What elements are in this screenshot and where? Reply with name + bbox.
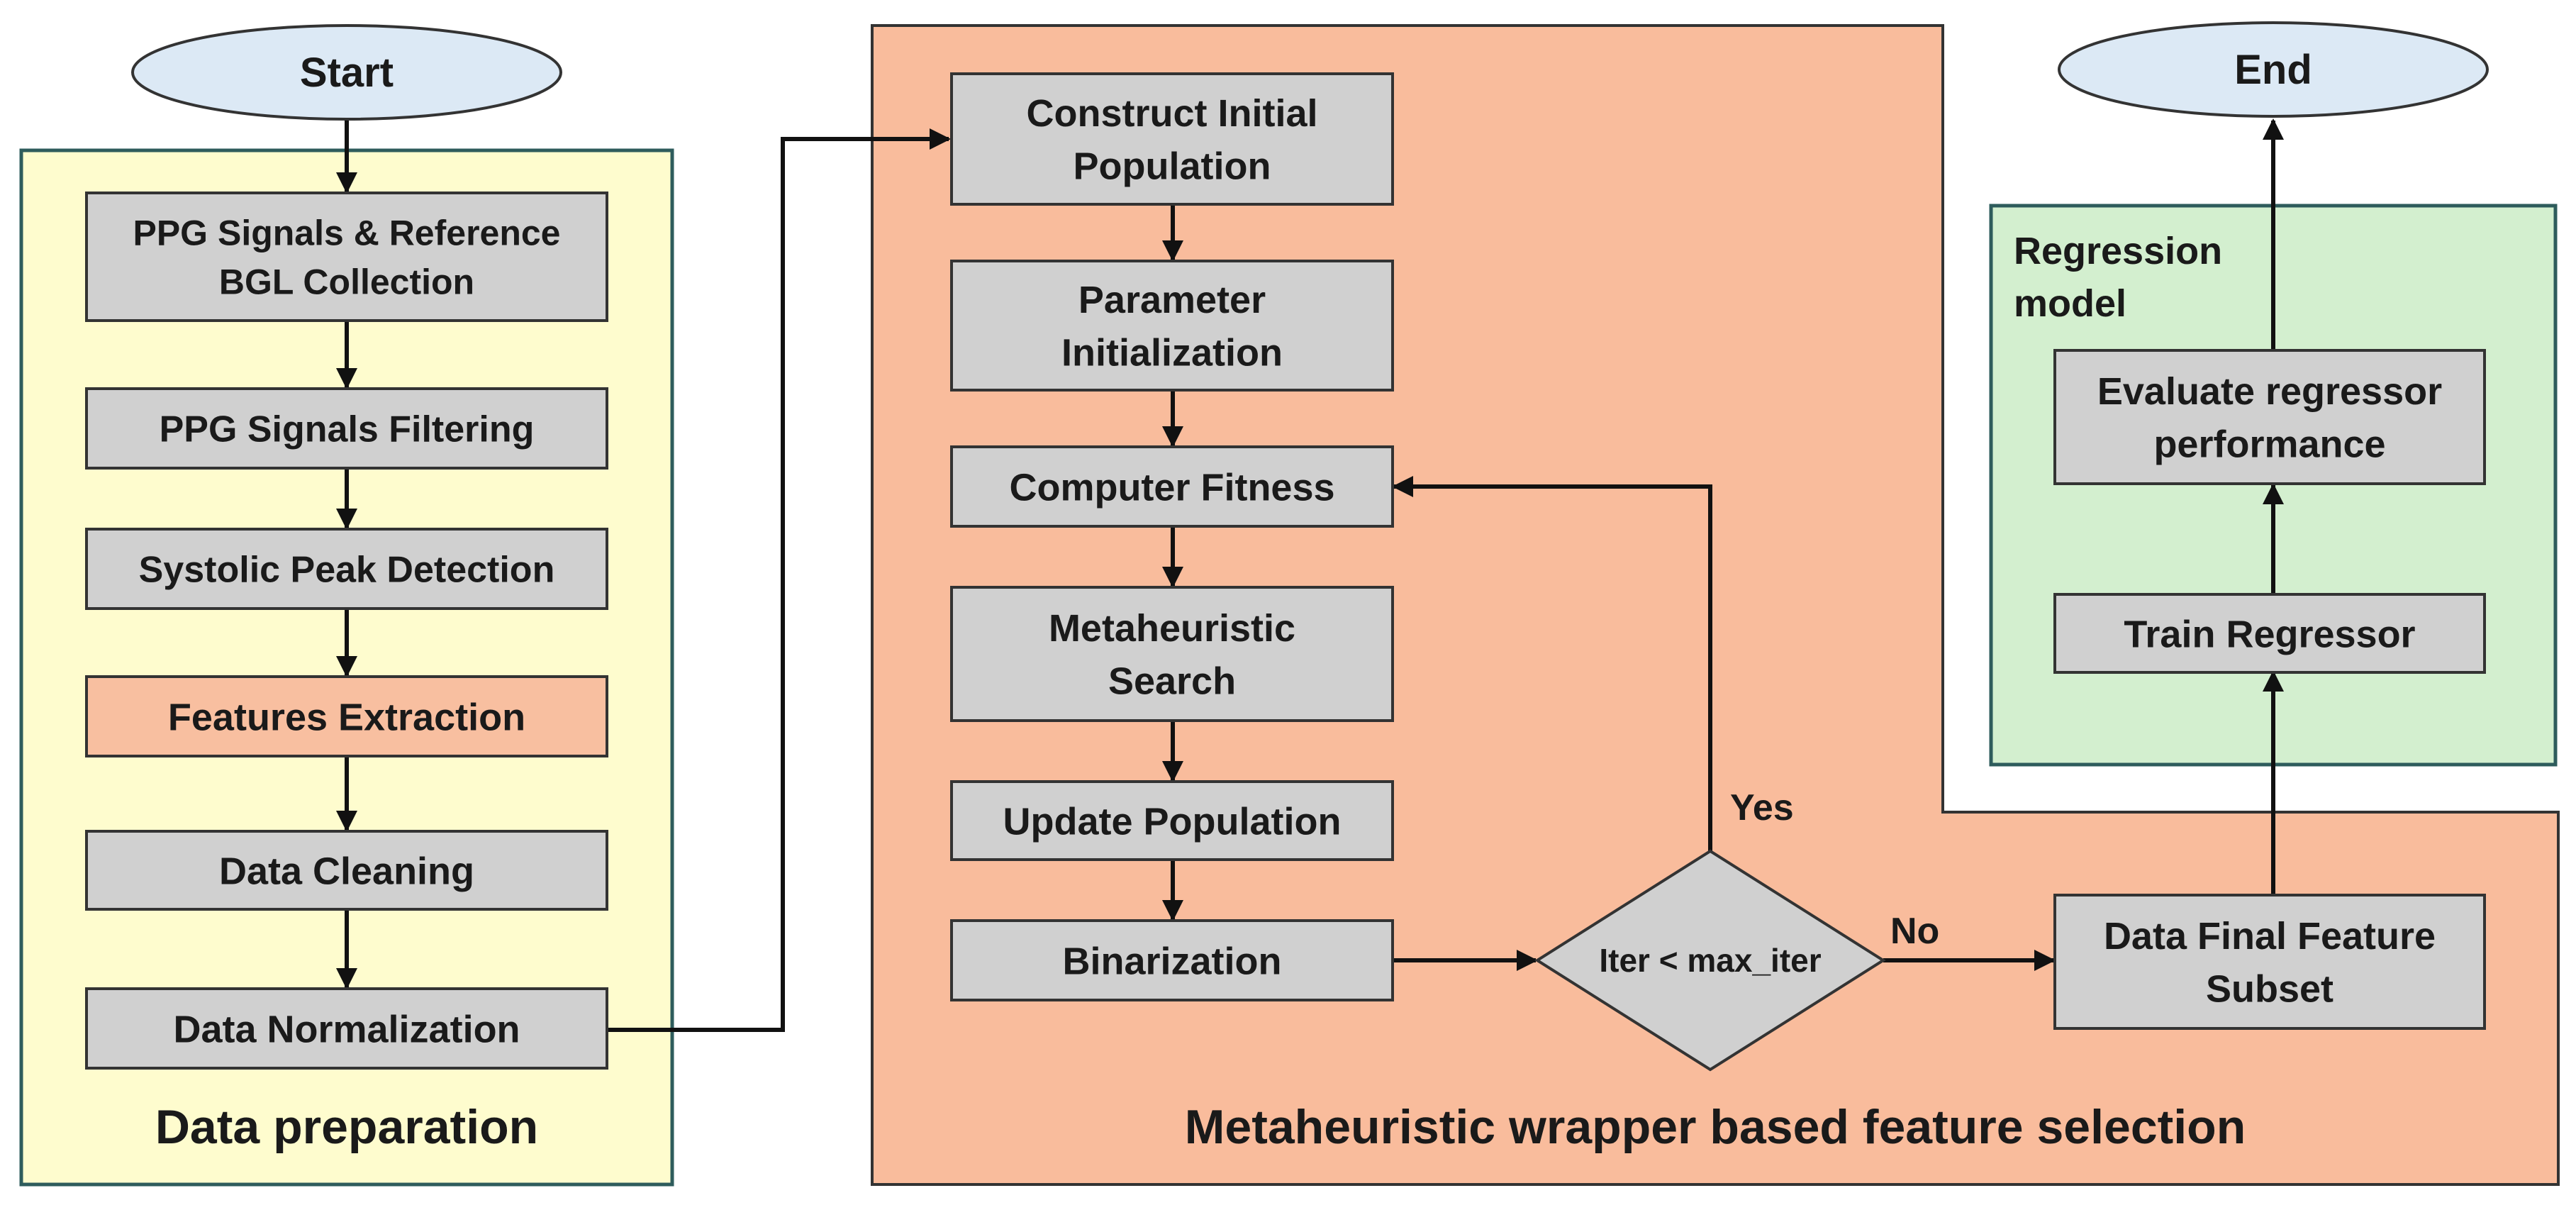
construct-population-box <box>950 72 1394 206</box>
data-cleaning-label-line: Data Cleaning <box>219 850 474 892</box>
ppg-collection-box <box>85 192 608 322</box>
update-population-label-line: Update Population <box>1003 800 1342 843</box>
data-normalization-label-line: Data Normalization <box>173 1008 520 1050</box>
systolic-peak-box <box>85 528 608 610</box>
update-population-box <box>950 780 1394 861</box>
binarization-box <box>950 919 1394 1001</box>
systolic-peak-label-line: Systolic Peak Detection <box>139 550 555 591</box>
decision-node: Iter < max_iter <box>1534 849 1886 1072</box>
computer-fitness-box <box>950 445 1394 528</box>
update-population-node: Update Population <box>950 780 1394 861</box>
feature-selection-title: Metaheuristic wrapper based feature sele… <box>1185 1100 2246 1154</box>
evaluate-regressor-label-line: performance <box>2153 423 2385 466</box>
construct-population-label-line: Population <box>1074 145 1271 188</box>
ppg-filtering-label: PPG Signals Filtering <box>160 409 535 450</box>
evaluate-regressor-node: Evaluate regressor performance <box>2053 349 2486 485</box>
evaluate-regressor-box <box>2053 349 2486 485</box>
binarization-node: Binarization <box>950 919 1394 1001</box>
regression-model-title: Regression model <box>2014 230 2233 325</box>
evaluate-regressor-label: Evaluate regressor performance <box>2097 370 2442 466</box>
ppg-collection-label-line: PPG Signals & Reference <box>133 213 560 253</box>
final-subset-box <box>2053 894 2486 1030</box>
train-regressor-label-line: Train Regressor <box>2124 613 2415 655</box>
metaheuristic-search-label-line: Metaheuristic <box>1049 607 1295 650</box>
computer-fitness-node: Computer Fitness <box>950 445 1394 528</box>
data-normalization-label: Data Normalization <box>173 1008 520 1050</box>
regression-model-title-line: Regression <box>2014 230 2222 272</box>
binarization-label-line: Binarization <box>1062 940 1281 982</box>
metaheuristic-search-label-line: Search <box>1108 660 1236 703</box>
parameter-init-label-line: Parameter <box>1078 279 1266 321</box>
data-cleaning-label: Data Cleaning <box>219 850 474 892</box>
parameter-init-label-line: Initialization <box>1061 332 1283 374</box>
features-extraction-label-line: Features Extraction <box>168 696 525 738</box>
parameter-init-box <box>950 260 1394 392</box>
ppg-filtering-label-line: PPG Signals Filtering <box>160 409 535 450</box>
edge-label-no: No <box>1890 911 1939 952</box>
binarization-label: Binarization <box>1062 940 1281 982</box>
decision-label: Iter < max_iter <box>1599 942 1821 979</box>
edge-normalization-to-construct <box>607 128 951 1032</box>
ppg-filtering-box <box>85 387 608 470</box>
final-subset-label-line: Subset <box>2206 968 2334 1011</box>
edge-decision-yes-to-fitness <box>1392 476 1712 851</box>
ppg-filtering-node: PPG Signals Filtering <box>85 387 608 470</box>
edge-label-yes: Yes <box>1730 787 1794 828</box>
construct-population-label-line: Construct Initial <box>1026 92 1317 135</box>
ppg-collection-label-line: BGL Collection <box>219 262 474 302</box>
metaheuristic-search-box <box>950 586 1394 722</box>
computer-fitness-label: Computer Fitness <box>1009 466 1334 509</box>
data-normalization-box <box>85 987 608 1070</box>
edges-group <box>336 108 2284 1032</box>
start-terminal: Start <box>131 24 562 121</box>
train-regressor-label: Train Regressor <box>2124 613 2415 655</box>
systolic-peak-label: Systolic Peak Detection <box>139 550 555 591</box>
end-label: End <box>2234 47 2312 93</box>
computer-fitness-label-line: Computer Fitness <box>1009 466 1334 509</box>
start-label: Start <box>300 50 394 96</box>
data-cleaning-node: Data Cleaning <box>85 830 608 911</box>
features-extraction-box <box>85 675 608 757</box>
features-extraction-label: Features Extraction <box>168 696 525 738</box>
systolic-peak-node: Systolic Peak Detection <box>85 528 608 610</box>
data-preparation-title: Data preparation <box>155 1100 538 1154</box>
end-terminal: End <box>2058 21 2489 118</box>
start-oval <box>131 24 562 121</box>
update-population-label: Update Population <box>1003 800 1342 843</box>
data-normalization-node: Data Normalization <box>85 987 608 1070</box>
end-oval <box>2058 21 2489 118</box>
data-cleaning-box <box>85 830 608 911</box>
evaluate-regressor-label-line: Evaluate regressor <box>2097 370 2442 413</box>
regression-model-title-line: model <box>2014 282 2126 325</box>
features-extraction-node: Features Extraction <box>85 675 608 757</box>
train-regressor-box <box>2053 593 2486 674</box>
final-subset-label-line: Data Final Feature <box>2104 915 2436 958</box>
decision-diamond <box>1534 849 1886 1072</box>
train-regressor-node: Train Regressor <box>2053 593 2486 674</box>
